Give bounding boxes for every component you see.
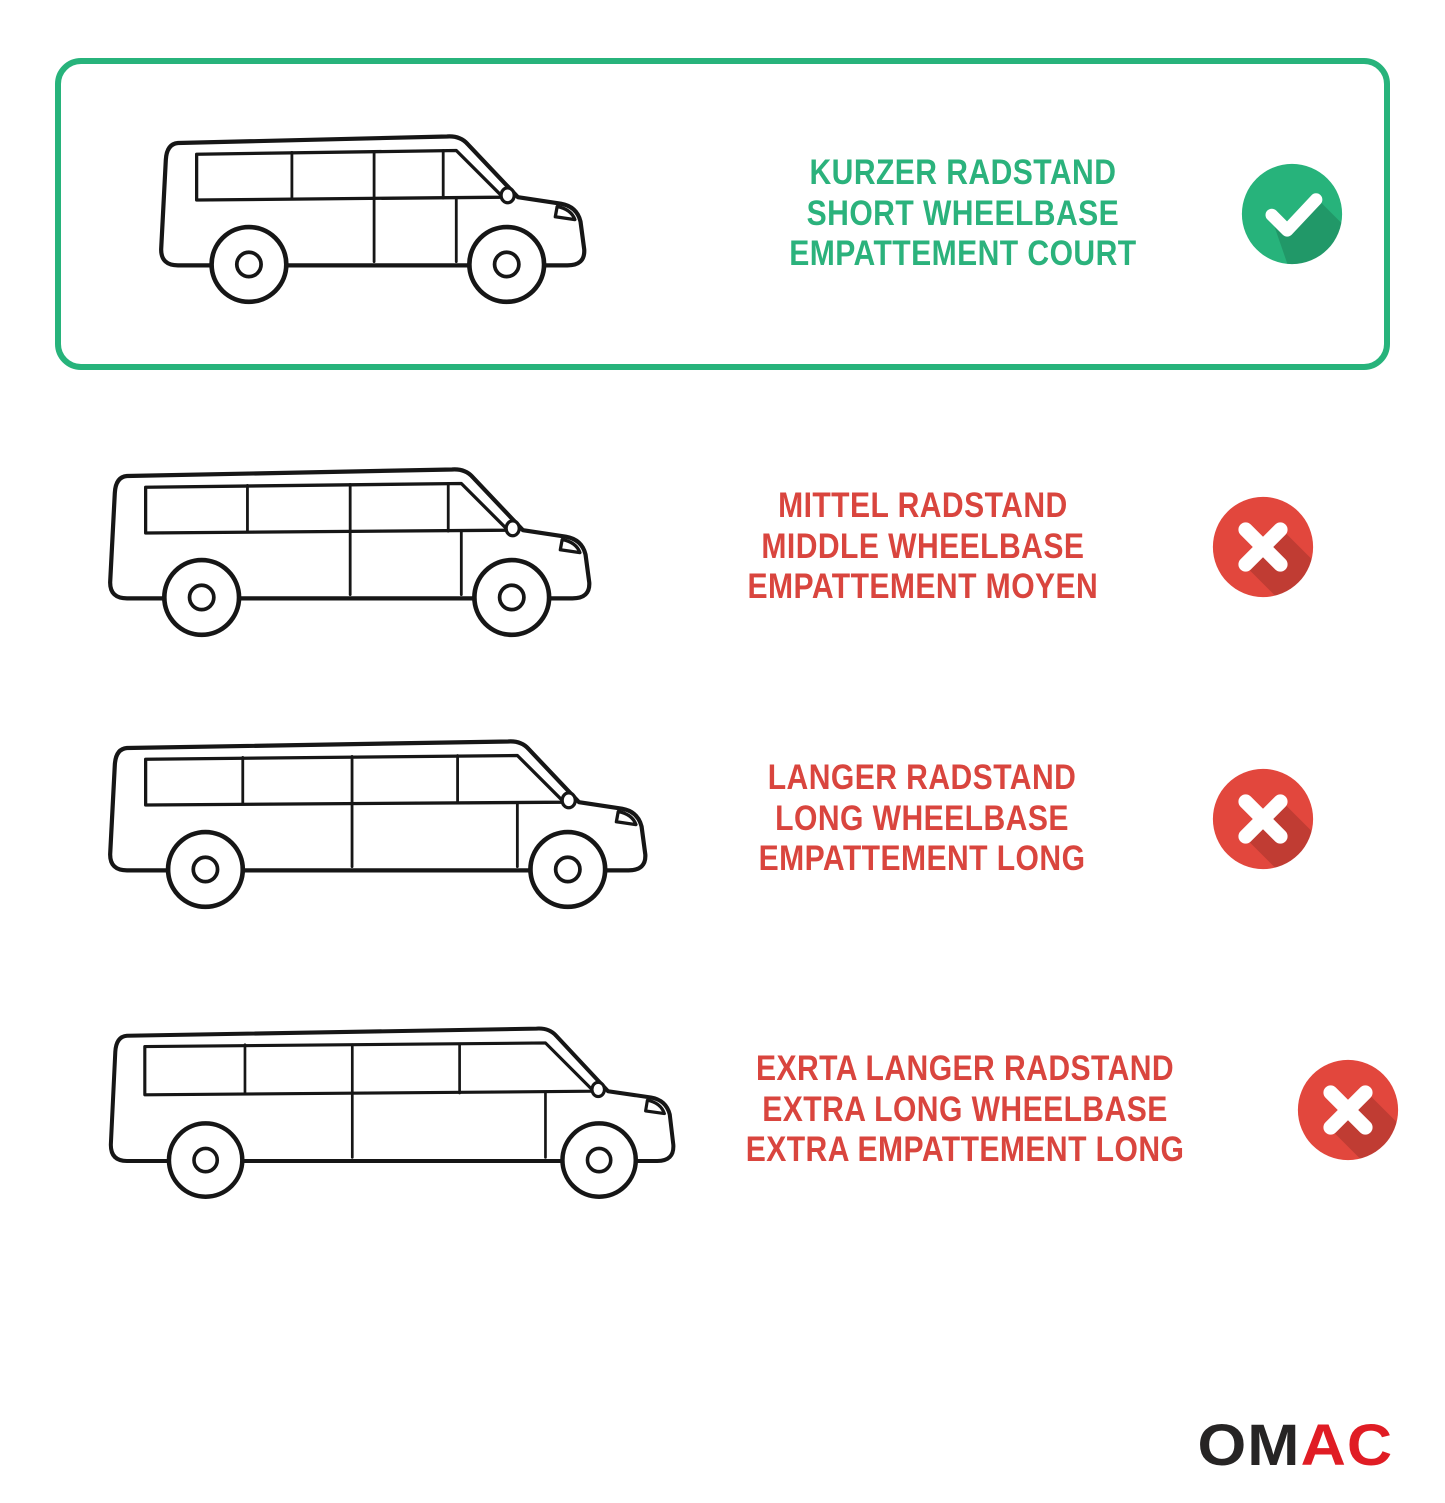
label-line-french: EMPATTEMENT LONG bbox=[759, 839, 1086, 879]
label-line-english: EXTRA LONG WHEELBASE bbox=[762, 1089, 1168, 1129]
label-line-german: MITTEL RADSTAND bbox=[777, 486, 1068, 526]
option-label-cell: EXRTA LANGER RADSTAND EXTRA LONG WHEELBA… bbox=[710, 1049, 1220, 1171]
label-line-english: SHORT WHEELBASE bbox=[806, 193, 1120, 233]
wheelbase-label: KURZER RADSTAND SHORT WHEELBASE EMPATTEM… bbox=[789, 153, 1136, 275]
status-icon-cell bbox=[1135, 494, 1390, 600]
van-headlight bbox=[614, 809, 638, 827]
van-windows bbox=[144, 753, 566, 807]
status-icon-cell bbox=[1135, 766, 1390, 872]
van-windows bbox=[195, 148, 505, 202]
van-headlight bbox=[558, 537, 582, 555]
short-wheelbase-van-icon bbox=[159, 134, 587, 305]
middle-wheelbase-van-icon bbox=[108, 467, 592, 638]
wheelbase-label: EXRTA LANGER RADSTAND EXTRA LONG WHEELBA… bbox=[746, 1049, 1185, 1171]
label-line-french: EMPATTEMENT COURT bbox=[789, 234, 1137, 274]
status-icon-cell bbox=[1165, 161, 1420, 267]
label-line-german: LANGER RADSTAND bbox=[768, 758, 1077, 798]
label-line-english: LONG WHEELBASE bbox=[775, 798, 1070, 838]
long-wheelbase-van-icon bbox=[108, 739, 648, 910]
option-label-cell: KURZER RADSTAND SHORT WHEELBASE EMPATTEM… bbox=[761, 153, 1165, 275]
label-line-french: EMPATTEMENT MOYEN bbox=[747, 567, 1098, 607]
option-label-cell: LANGER RADSTAND LONG WHEELBASE EMPATTEME… bbox=[710, 758, 1135, 880]
omac-logo: OMAC bbox=[1197, 1412, 1393, 1479]
check-icon bbox=[1242, 163, 1343, 265]
wheelbase-label: LANGER RADSTAND LONG WHEELBASE EMPATTEME… bbox=[759, 758, 1086, 880]
highlighted-option-short-wheelbase: KURZER RADSTAND SHORT WHEELBASE EMPATTEM… bbox=[55, 58, 1390, 370]
option-middle-wheelbase: MITTEL RADSTAND MIDDLE WHEELBASE EMPATTE… bbox=[0, 422, 1445, 672]
label-line-english: MIDDLE WHEELBASE bbox=[761, 526, 1084, 566]
cross-icon bbox=[1212, 496, 1313, 598]
omac-logo-red-letters: AC bbox=[1300, 1413, 1393, 1478]
van-headlight bbox=[644, 1098, 666, 1116]
label-line-german: KURZER RADSTAND bbox=[809, 153, 1117, 193]
label-line-german: EXRTA LANGER RADSTAND bbox=[755, 1049, 1175, 1089]
cross-icon bbox=[1212, 768, 1313, 870]
van-mirror bbox=[504, 519, 521, 538]
option-long-wheelbase: LANGER RADSTAND LONG WHEELBASE EMPATTEME… bbox=[0, 694, 1445, 944]
omac-logo-dark-letters: OM bbox=[1197, 1413, 1301, 1478]
van-illustration-cell bbox=[50, 1006, 710, 1214]
van-illustration-cell bbox=[50, 720, 710, 918]
van-mirror bbox=[590, 1080, 607, 1099]
van-windows bbox=[143, 1041, 596, 1097]
label-line-french: EXTRA EMPATTEMENT LONG bbox=[745, 1130, 1185, 1170]
option-label-cell: MITTEL RADSTAND MIDDLE WHEELBASE EMPATTE… bbox=[710, 486, 1135, 608]
van-illustration-cell bbox=[50, 448, 710, 646]
extra-long-wheelbase-van-icon bbox=[108, 1026, 676, 1199]
van-illustration-cell bbox=[101, 115, 761, 313]
status-icon-cell bbox=[1220, 1057, 1445, 1163]
cross-icon bbox=[1297, 1059, 1398, 1161]
van-mirror bbox=[560, 791, 577, 810]
van-windows bbox=[144, 481, 510, 535]
option-extra-long-wheelbase: EXRTA LANGER RADSTAND EXTRA LONG WHEELBA… bbox=[0, 980, 1445, 1240]
van-mirror bbox=[499, 186, 516, 205]
van-headlight bbox=[553, 204, 577, 222]
wheelbase-label: MITTEL RADSTAND MIDDLE WHEELBASE EMPATTE… bbox=[747, 486, 1098, 608]
